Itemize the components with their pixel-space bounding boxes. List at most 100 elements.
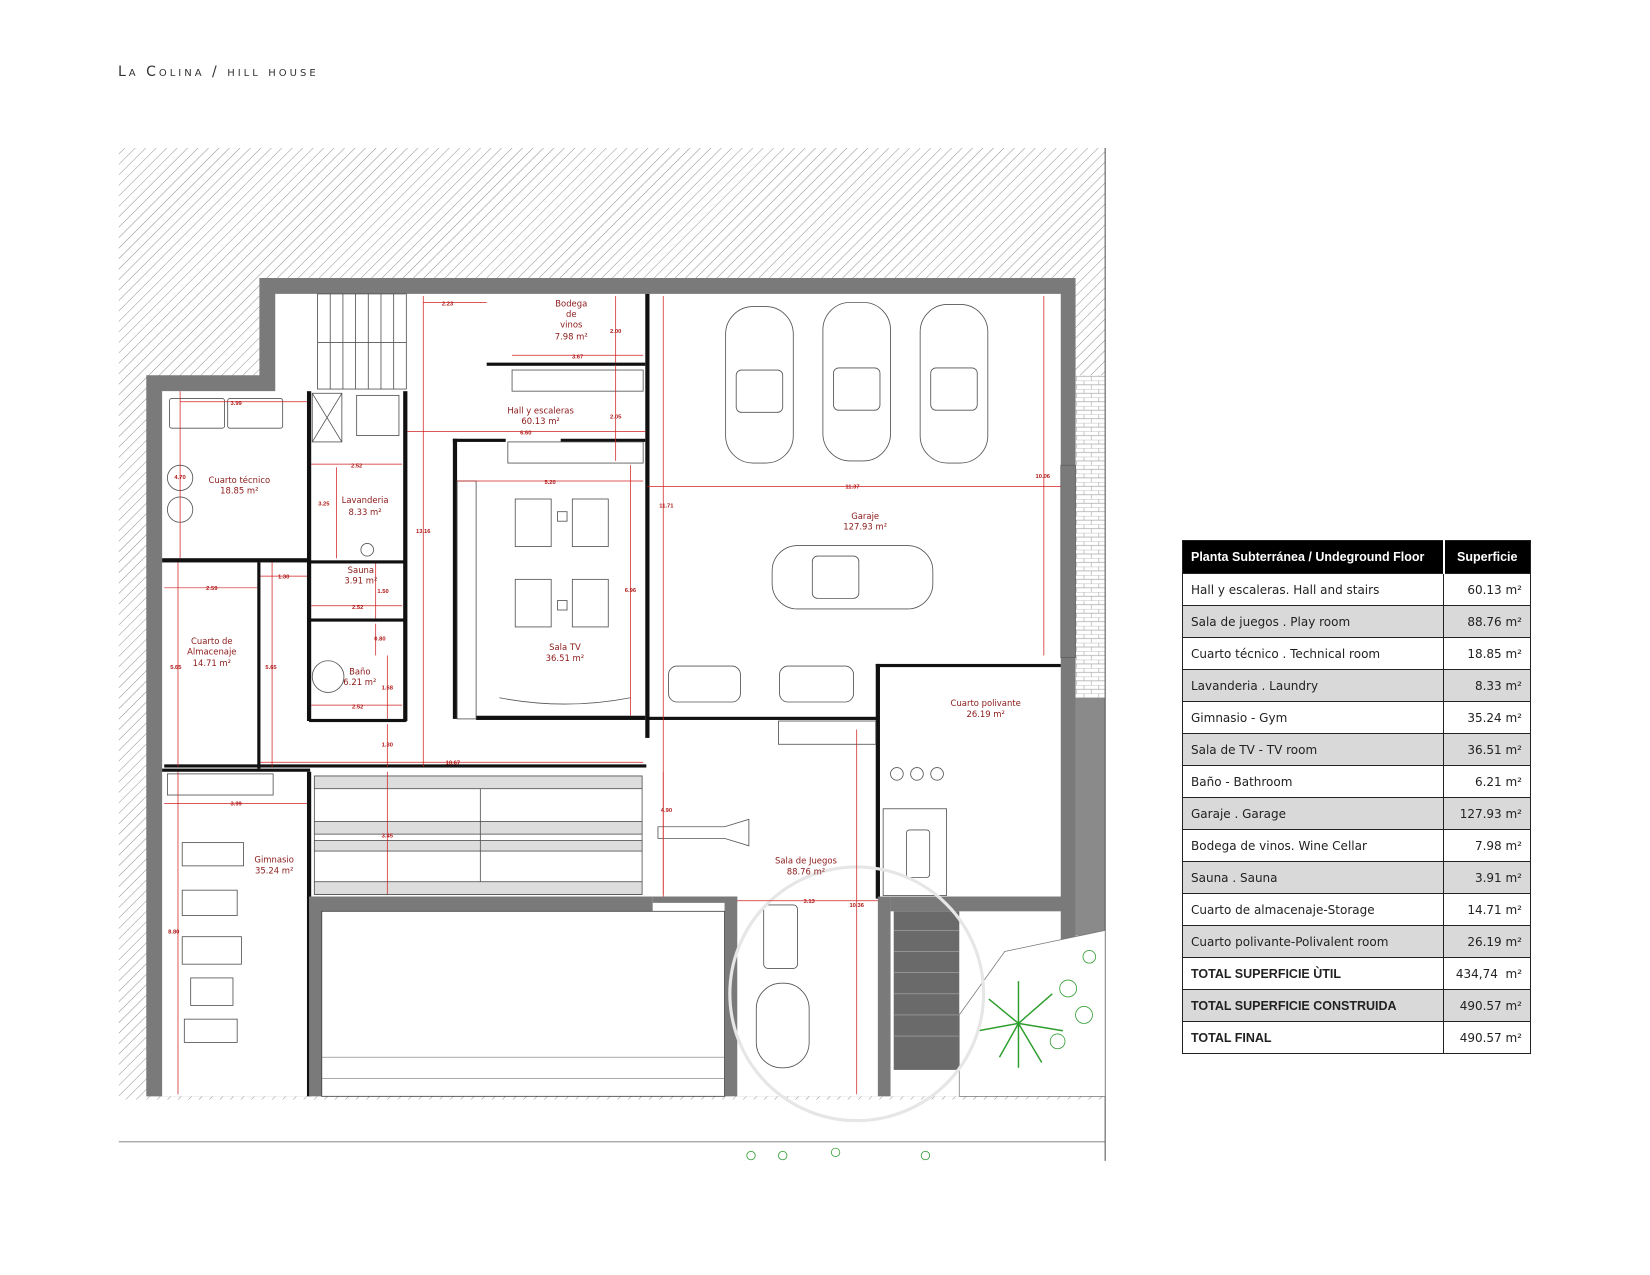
room-name: Bodega de vinos. Wine Cellar: [1182, 829, 1444, 862]
svg-text:5.65: 5.65: [265, 665, 277, 671]
svg-text:1.50: 1.50: [377, 589, 388, 595]
svg-text:1.30: 1.30: [278, 574, 289, 580]
svg-text:Almacenaje: Almacenaje: [187, 646, 236, 656]
exterior-stairs: [893, 911, 960, 1070]
svg-text:1.68: 1.68: [382, 685, 394, 691]
room-name: Cuarto de almacenaje-Storage: [1182, 893, 1444, 926]
room-name: Sauna . Sauna: [1182, 861, 1444, 894]
room-name: Lavanderia . Laundry: [1182, 669, 1444, 702]
svg-text:6.96: 6.96: [625, 588, 637, 594]
sofa-icon: [499, 498, 631, 705]
room-name: Gimnasio - Gym: [1182, 701, 1444, 734]
svg-text:Cuarto de: Cuarto de: [191, 636, 233, 646]
svg-text:60.13 m²: 60.13 m²: [521, 416, 559, 426]
surface-header: Superficie: [1442, 540, 1531, 574]
svg-text:10.36: 10.36: [849, 903, 864, 909]
svg-text:6.21 m²: 6.21 m²: [343, 677, 376, 687]
svg-text:Garaje: Garaje: [851, 511, 879, 521]
svg-text:26.19 m²: 26.19 m²: [966, 709, 1004, 719]
quad-bike-icon: [668, 665, 854, 703]
room-name: Sala de juegos . Play room: [1182, 605, 1444, 638]
room-area: 6.21 m²: [1443, 765, 1531, 798]
floor-header: Planta Subterránea / Undeground Floor: [1182, 540, 1444, 574]
poker-table-icon: [755, 982, 810, 1069]
svg-text:35.24 m²: 35.24 m²: [255, 865, 293, 875]
brick-band: [1075, 375, 1106, 698]
svg-text:Gimnasio: Gimnasio: [254, 855, 294, 865]
svg-text:3.25: 3.25: [318, 501, 330, 507]
table-header: Planta Subterránea / Undeground Floor Su…: [1182, 540, 1531, 574]
room-name: Hall y escaleras. Hall and stairs: [1182, 573, 1444, 606]
svg-text:0.80: 0.80: [374, 637, 385, 643]
room-area: 8.33 m²: [1443, 669, 1531, 702]
room-name: Garaje . Garage: [1182, 797, 1444, 830]
room-name: Baño - Bathroom: [1182, 765, 1444, 798]
car-icon: [725, 301, 989, 610]
svg-text:Cuarto polivante: Cuarto polivante: [951, 698, 1021, 708]
bowling-lanes: [313, 775, 643, 895]
svg-text:Sauna: Sauna: [348, 565, 374, 575]
svg-text:vinos: vinos: [560, 320, 582, 330]
foosball-icon: [657, 818, 750, 847]
svg-text:3.99: 3.99: [230, 401, 242, 407]
air-hockey-icon: [763, 904, 798, 969]
svg-text:88.76 m²: 88.76 m²: [787, 866, 825, 876]
svg-text:5.20: 5.20: [544, 480, 555, 486]
ground-strip: [118, 1099, 1106, 1161]
total-value: 490.57 m²: [1443, 989, 1531, 1022]
svg-text:5.65: 5.65: [170, 665, 182, 671]
dimension-labels: 2.23 2.00 3.67 2.05 6.60 3.99 4.70 2.52 …: [168, 302, 1051, 936]
dimension-lines: [164, 296, 1061, 1095]
room-area: 35.24 m²: [1443, 701, 1531, 734]
palm-plant-icon: [978, 981, 1063, 1068]
svg-text:2.59: 2.59: [206, 586, 218, 592]
room-area: 3.91 m²: [1443, 861, 1531, 894]
svg-text:11.71: 11.71: [659, 503, 674, 509]
total-label: TOTAL FINAL: [1182, 1021, 1444, 1054]
svg-text:14.71 m²: 14.71 m²: [193, 658, 231, 668]
svg-text:8.33 m²: 8.33 m²: [349, 507, 382, 517]
svg-text:2.52: 2.52: [351, 463, 362, 469]
room-area: 127.93 m²: [1443, 797, 1531, 830]
svg-text:11.37: 11.37: [845, 484, 859, 490]
room-area: 26.19 m²: [1443, 925, 1531, 958]
retaining-wall: [1075, 697, 1106, 936]
svg-text:3.99: 3.99: [230, 802, 242, 808]
svg-text:3.67: 3.67: [572, 354, 583, 360]
svg-text:13.16: 13.16: [416, 529, 431, 535]
svg-text:1.30: 1.30: [382, 742, 393, 748]
total-value: 490.57 m²: [1443, 1021, 1531, 1054]
document-title: La Colina / hill house: [118, 64, 319, 80]
room-labels: Bodega de vinos 7.98 m² Hall y escaleras…: [187, 299, 1021, 877]
svg-text:8.80: 8.80: [168, 930, 179, 936]
svg-text:2.52: 2.52: [352, 605, 363, 611]
total-label: TOTAL SUPERFICIE CONSTRUIDA: [1182, 989, 1444, 1022]
total-value: 434,74: [1455, 966, 1498, 981]
svg-text:10.06: 10.06: [1036, 474, 1051, 480]
svg-text:127.93 m²: 127.93 m²: [843, 522, 887, 532]
svg-text:Hall y escaleras: Hall y escaleras: [507, 405, 574, 415]
svg-text:Sala de Juegos: Sala de Juegos: [775, 856, 837, 866]
svg-text:3.91 m²: 3.91 m²: [344, 576, 377, 586]
svg-text:Baño: Baño: [349, 667, 370, 677]
svg-text:2.52: 2.52: [352, 704, 363, 710]
svg-text:2.23: 2.23: [442, 302, 454, 308]
svg-text:Cuarto técnico: Cuarto técnico: [208, 475, 270, 485]
room-name: Sala de TV - TV room: [1182, 733, 1444, 766]
total-unit: m²: [1505, 966, 1523, 981]
room-name: Cuarto polivante-Polivalent room: [1182, 925, 1444, 958]
svg-text:Sala TV: Sala TV: [549, 642, 581, 652]
svg-text:4.90: 4.90: [661, 808, 672, 814]
